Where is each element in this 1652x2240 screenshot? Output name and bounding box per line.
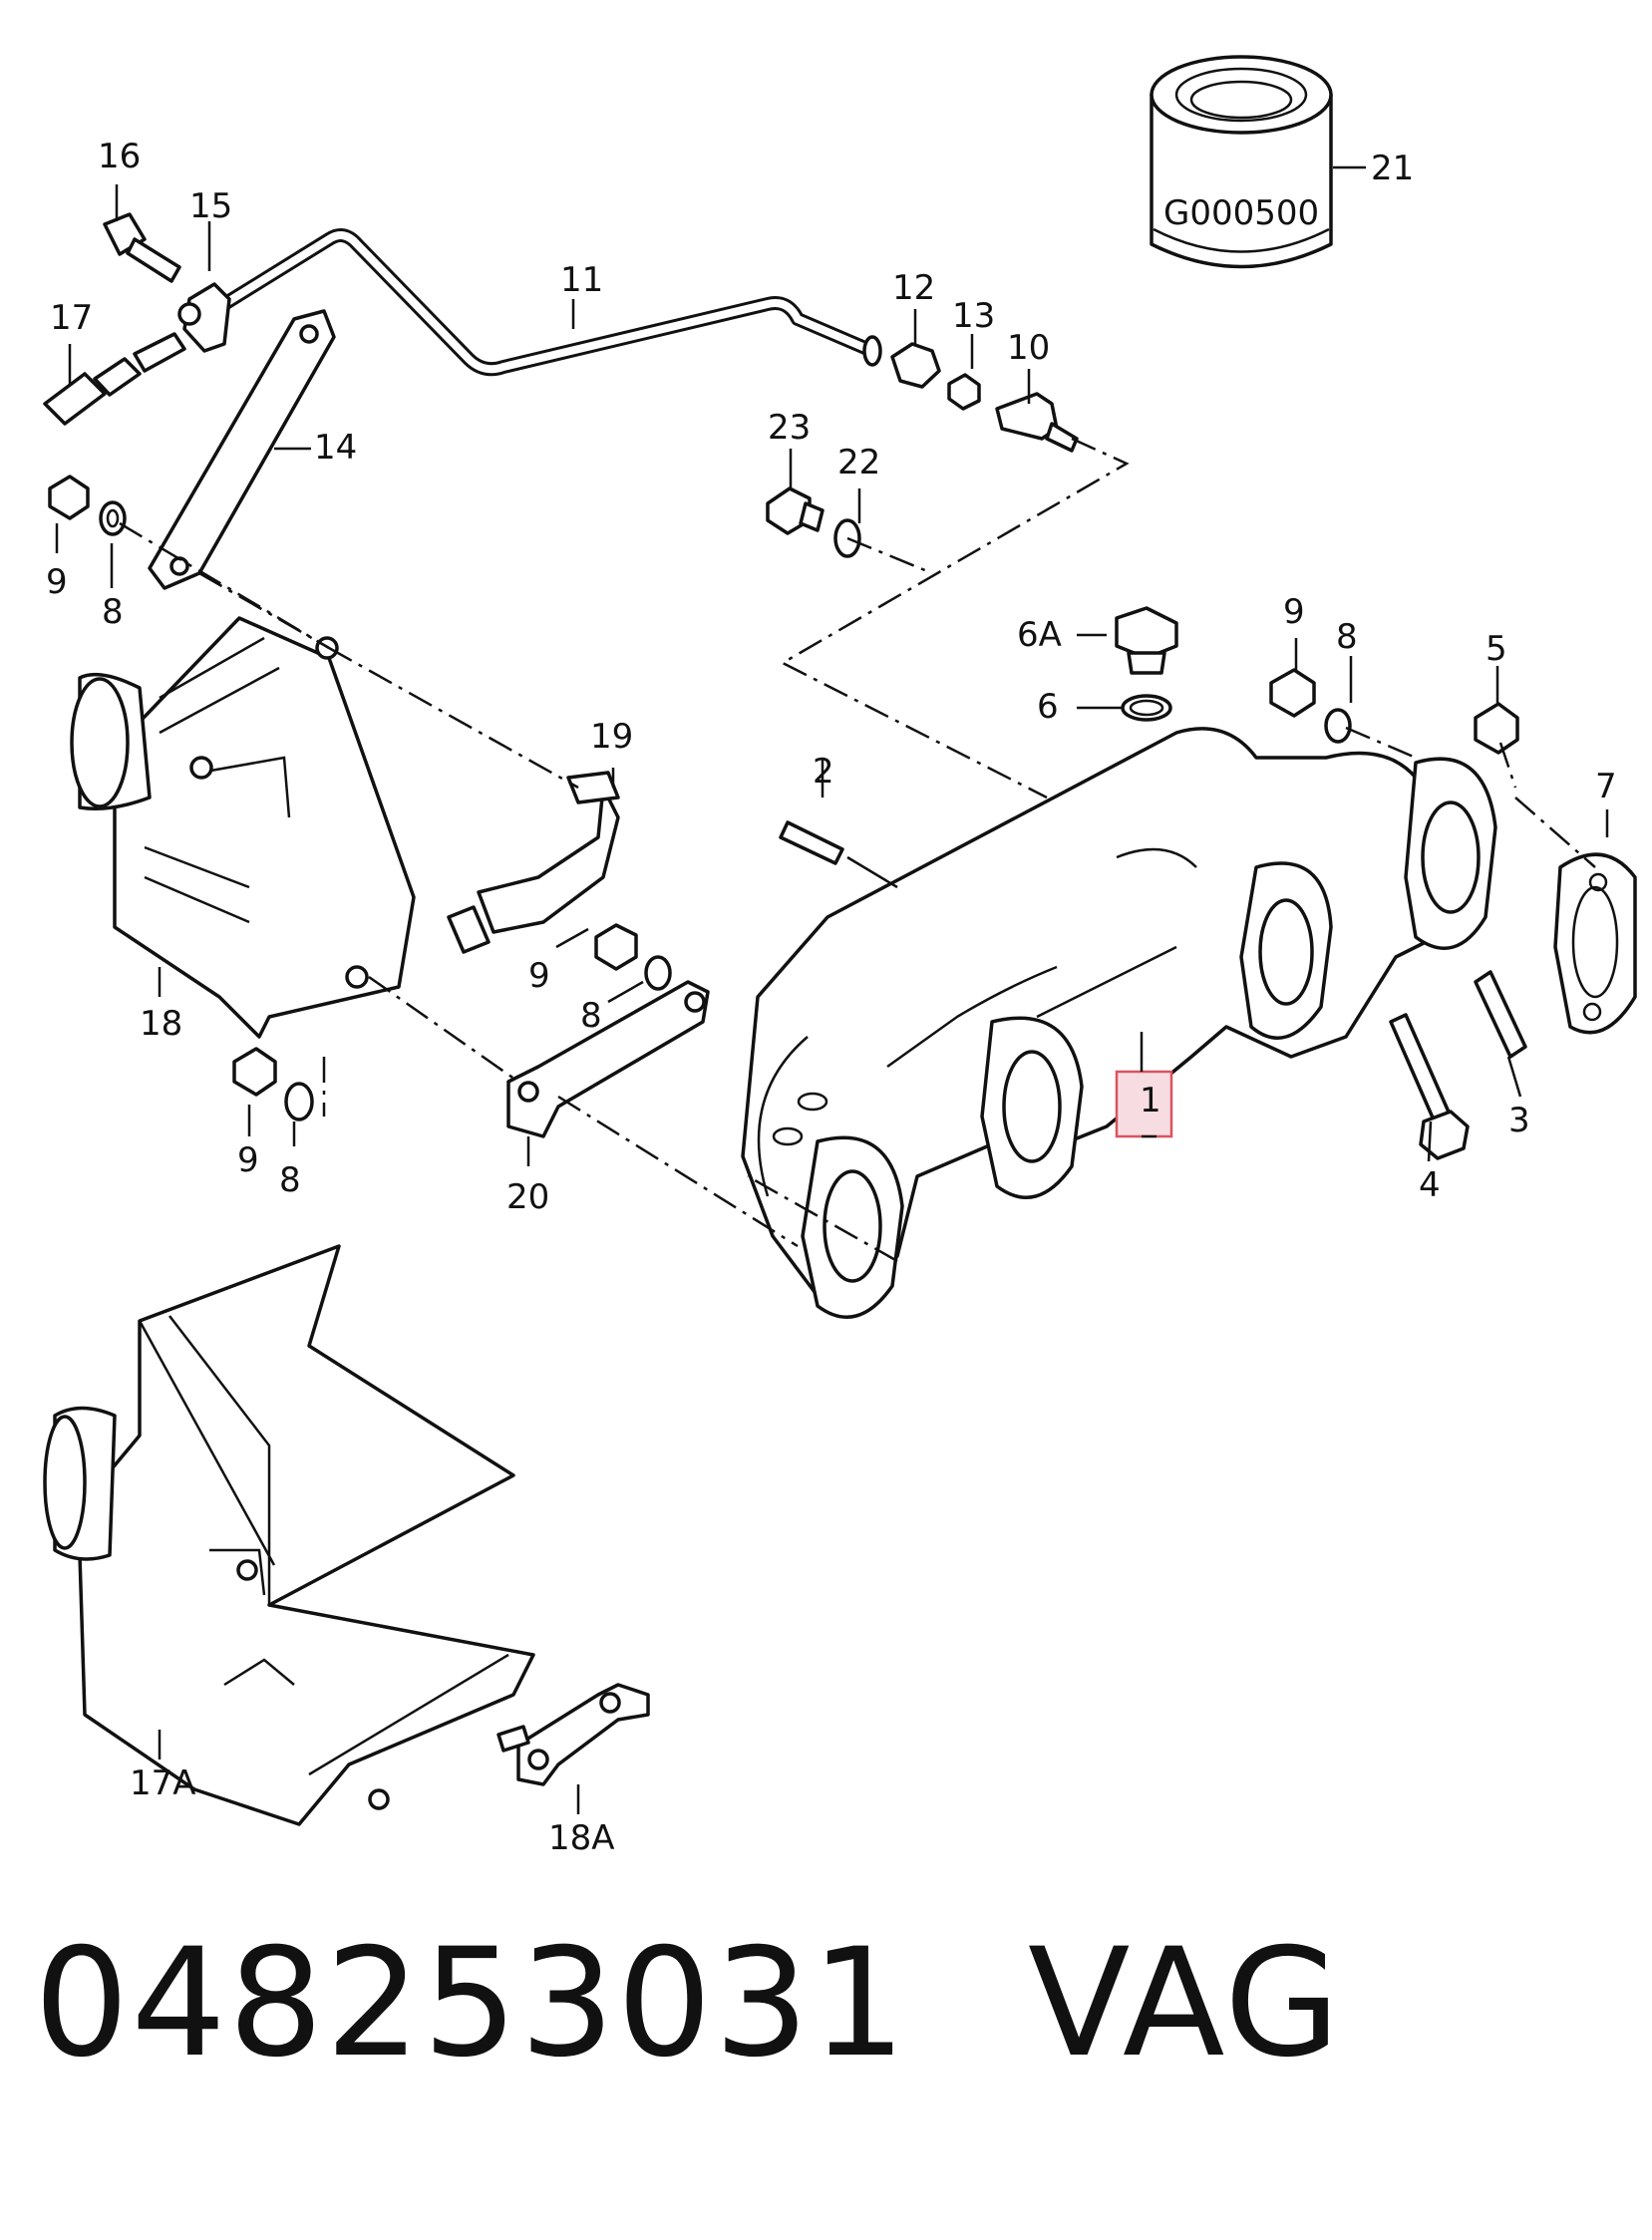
callout-7: 7: [1595, 767, 1617, 806]
heat-shield-18: [70, 616, 416, 1039]
callout-8-lower-left: 8: [279, 1160, 301, 1200]
leader-lines: [55, 184, 1609, 1814]
exhaust-manifold: [741, 727, 1497, 1319]
bolt-16: [103, 212, 181, 283]
callout-21: 21: [1371, 149, 1414, 188]
plug-6a: [1115, 606, 1178, 675]
callout-9-lower-left: 9: [237, 1140, 259, 1180]
highlighted-callout-box: [1115, 1070, 1173, 1138]
part-number: 048253031: [34, 1917, 908, 2090]
callout-4: 4: [1419, 1165, 1441, 1205]
callout-18: 18: [140, 1004, 182, 1044]
callout-18a: 18A: [548, 1818, 615, 1858]
filter-cartridge: G000500: [1150, 55, 1333, 269]
callout-14: 14: [314, 428, 357, 468]
callout-11: 11: [560, 260, 603, 300]
callout-2: 2: [813, 752, 834, 792]
bracket-18a: [496, 1683, 650, 1786]
nut-washer-upper-left: [48, 475, 127, 536]
callout-20: 20: [506, 1177, 549, 1217]
nut-washer-right: [1269, 668, 1519, 755]
stud-3: [1474, 970, 1527, 1059]
callout-5: 5: [1486, 629, 1507, 669]
gasket-7: [1553, 852, 1637, 1035]
callout-19: 19: [590, 717, 633, 757]
callout-8-upper-left: 8: [102, 592, 124, 632]
callout-9-right: 9: [1283, 592, 1305, 632]
callout-15: 15: [189, 186, 232, 226]
callout-8-right: 8: [1336, 617, 1358, 657]
fittings-10-12-13: [890, 342, 1079, 453]
callout-12: 12: [892, 268, 935, 308]
callout-16: 16: [98, 137, 141, 176]
callout-17a: 17A: [130, 1763, 196, 1803]
callout-labels: 1 2 3 4 5 6 6A 7 8 8 8 8 9 9 9 9 10 11 1…: [46, 137, 1617, 1858]
bolt-4: [1389, 1013, 1470, 1160]
pipe-assembly: [148, 228, 882, 590]
heat-shield-17a: [43, 1244, 535, 1826]
callout-13: 13: [952, 296, 995, 336]
filter-label: G000500: [1163, 193, 1319, 233]
callout-22: 22: [837, 443, 880, 482]
sensor-17: [43, 332, 186, 426]
nut-washer-lower-left: [232, 1047, 314, 1121]
callout-9-mid: 9: [528, 956, 550, 996]
callout-8-mid: 8: [580, 996, 602, 1036]
dash-dot-lines: [119, 437, 1596, 1263]
callout-3: 3: [1508, 1101, 1530, 1140]
bracket-19: [447, 771, 620, 954]
callout-6: 6: [1037, 687, 1059, 727]
callout-1: 1: [1140, 1081, 1161, 1120]
brand-name: VAG: [1027, 1917, 1343, 2090]
callout-17: 17: [50, 298, 93, 338]
bracket-20: [506, 980, 710, 1138]
callout-23: 23: [768, 408, 811, 448]
bolt-23-washer-22: [766, 486, 861, 558]
nut-washer-mid: [594, 923, 672, 991]
callout-9-upper-left: 9: [46, 562, 68, 602]
callout-6a: 6A: [1017, 615, 1062, 655]
stud-2: [779, 820, 898, 889]
callout-10: 10: [1007, 328, 1050, 368]
